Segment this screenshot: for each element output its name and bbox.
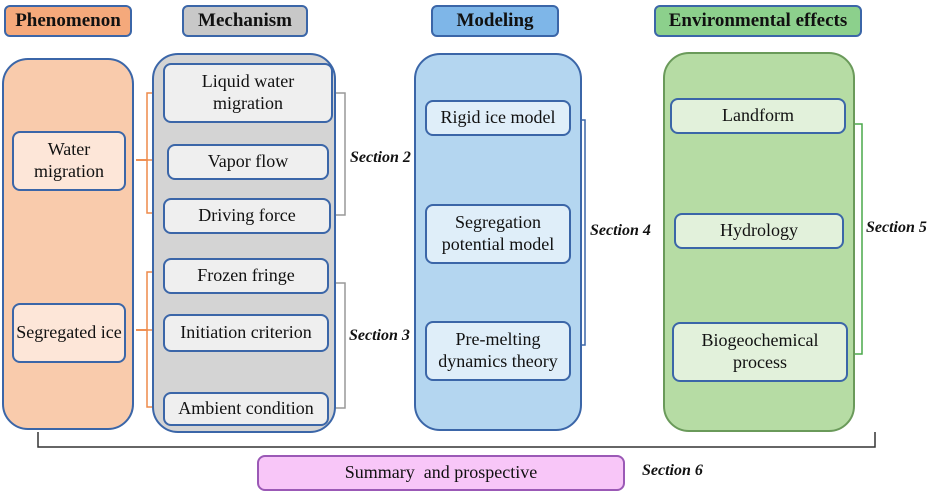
label-section-6: Section 6 xyxy=(642,462,703,479)
header-modeling: Modeling xyxy=(431,5,559,37)
label-section-5: Section 5 xyxy=(866,219,927,236)
header-phenomenon: Phenomenon xyxy=(4,5,132,37)
box-segregated-ice: Segregated ice xyxy=(12,303,126,363)
header-environmental-effects: Environmental effects xyxy=(654,5,862,37)
box-liquid-water-migration: Liquid water migration xyxy=(163,63,333,123)
box-pre-melting-dynamics-theory: Pre-melting dynamics theory xyxy=(425,321,571,381)
box-frozen-fringe: Frozen fringe xyxy=(163,258,329,294)
box-ambient-condition: Ambient condition xyxy=(163,392,329,426)
box-initiation-criterion: Initiation criterion xyxy=(163,314,329,352)
column-phenomenon xyxy=(2,58,134,430)
bracket-section-6 xyxy=(37,432,876,448)
box-biogeochemical-process: Biogeochemical process xyxy=(672,322,848,382)
box-hydrology: Hydrology xyxy=(674,213,844,249)
label-section-2: Section 2 xyxy=(350,149,411,166)
box-vapor-flow: Vapor flow xyxy=(167,144,329,180)
bracket-section-5 xyxy=(848,123,863,355)
box-rigid-ice-model: Rigid ice model xyxy=(425,100,571,136)
label-section-3: Section 3 xyxy=(349,327,410,344)
header-mechanism: Mechanism xyxy=(182,5,308,37)
bracket-section-2 xyxy=(335,92,346,216)
box-segregation-potential-model: Segregation potential model xyxy=(425,204,571,264)
box-summary-and-prospective: Summary and prospective xyxy=(257,455,625,491)
label-section-4: Section 4 xyxy=(590,222,651,239)
box-driving-force: Driving force xyxy=(163,198,331,234)
bracket-section-3 xyxy=(333,282,346,409)
box-water-migration: Water migration xyxy=(12,131,126,191)
box-landform: Landform xyxy=(670,98,846,134)
